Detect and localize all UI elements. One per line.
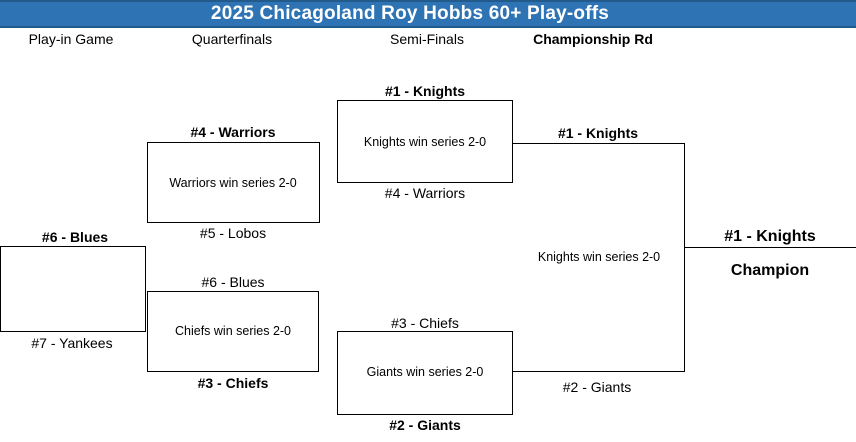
team-label-final-top: #1 - Knights — [557, 125, 639, 141]
bracket-line-champion — [684, 247, 856, 248]
team-label-playin-top: #6 - Blues — [41, 229, 109, 245]
matchup-box-qf1 — [147, 142, 320, 223]
series-result-final: Knights win series 2-0 — [537, 249, 661, 264]
series-result-sf2: Giants win series 2-0 — [366, 364, 484, 379]
matchup-box-playin — [0, 246, 146, 332]
bracket-line-final-vertical — [684, 143, 685, 372]
title-bar: 2025 Chicagoland Roy Hobbs 60+ Play-offs — [0, 0, 856, 28]
round-label-play-in-game: Play-in Game — [28, 31, 114, 47]
round-label-quarterfinals: Quarterfinals — [191, 31, 273, 47]
team-label-playin-bottom: #7 - Yankees — [31, 335, 113, 351]
team-label-sf2-bottom: #2 - Giants — [389, 417, 461, 433]
team-label-qf1-top: #4 - Warriors — [190, 124, 276, 140]
team-label-qf1-bottom: #5 - Lobos — [199, 225, 267, 241]
matchup-box-sf1 — [337, 100, 513, 183]
page-title: 2025 Chicagoland Roy Hobbs 60+ Play-offs — [210, 3, 610, 24]
team-label-sf1-bottom: #4 - Warriors — [384, 185, 466, 201]
matchup-box-qf2 — [147, 291, 319, 372]
bracket-line-final-bottom — [513, 371, 685, 372]
team-label-final-bottom: #2 - Giants — [562, 379, 632, 395]
series-result-sf1: Knights win series 2-0 — [363, 134, 487, 149]
team-label-sf2-top: #3 - Chiefs — [391, 315, 459, 331]
bracket-line-final-top — [513, 143, 685, 144]
champion-team: #1 - Knights — [724, 228, 816, 245]
round-label-semi-finals: Semi-Finals — [390, 31, 464, 47]
series-result-qf1: Warriors win series 2-0 — [169, 175, 297, 190]
team-label-qf2-bottom: #3 - Chiefs — [197, 375, 269, 391]
round-label-championship-rd: Championship Rd — [533, 31, 653, 47]
champion-label: Champion — [730, 262, 810, 279]
matchup-box-sf2 — [337, 331, 513, 415]
team-label-sf1-top: #1 - Knights — [384, 83, 466, 99]
series-result-qf2: Chiefs win series 2-0 — [174, 323, 292, 338]
team-label-qf2-top: #6 - Blues — [201, 274, 265, 290]
